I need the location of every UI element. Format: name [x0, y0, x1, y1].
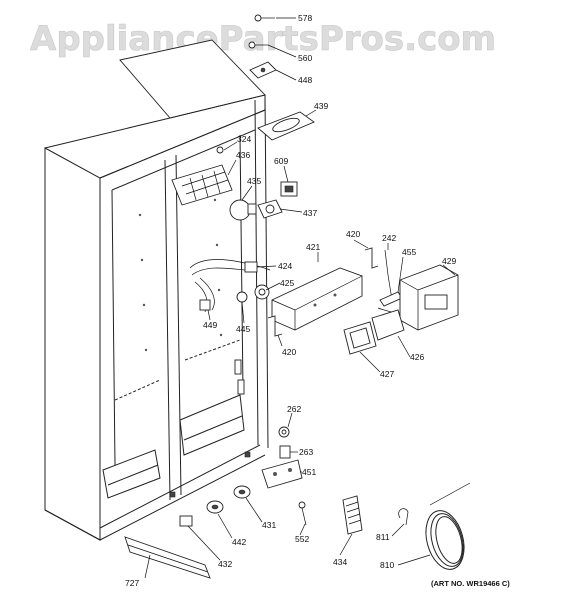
part-label-449[interactable]: 449: [203, 320, 217, 330]
cabinet-shell: [44, 39, 269, 541]
leader-lines: [144, 17, 456, 579]
part-label-421[interactable]: 421: [306, 242, 320, 252]
part-label-429[interactable]: 429: [442, 256, 456, 266]
rollers: [179, 485, 251, 527]
part-label-420-bottom[interactable]: 420: [282, 347, 296, 357]
part-label-431[interactable]: 431: [262, 520, 276, 530]
part-label-810[interactable]: 810: [380, 560, 394, 570]
part-label-560[interactable]: 560: [298, 53, 312, 63]
bottom-hinge: [261, 426, 303, 489]
part-label-242[interactable]: 242: [382, 233, 396, 243]
part-label-424[interactable]: 424: [278, 261, 292, 271]
part-labels: 578 560 448 439 324 436 609 435 437 420 …: [125, 13, 456, 588]
part-label-434[interactable]: 434: [333, 557, 347, 567]
leveling-screw: [298, 501, 307, 526]
dispenser-board: [343, 309, 405, 355]
control-housing: [267, 247, 379, 337]
wire-harness: [189, 259, 271, 313]
part-label-435[interactable]: 435: [247, 176, 261, 186]
control-box: [399, 264, 459, 331]
top-screws: [248, 14, 277, 79]
watermark: AppliancePartsPros.com: [30, 19, 496, 59]
part-label-609[interactable]: 609: [274, 156, 288, 166]
part-label-552[interactable]: 552: [295, 534, 309, 544]
part-label-427[interactable]: 427: [380, 369, 394, 379]
vent-grille: [342, 495, 363, 535]
part-label-426[interactable]: 426: [410, 352, 424, 362]
switch-socket: [257, 181, 298, 219]
part-label-811[interactable]: 811: [376, 532, 390, 542]
part-label-432[interactable]: 432: [218, 559, 232, 569]
water-line: [398, 482, 471, 570]
part-label-263[interactable]: 263: [299, 447, 313, 457]
part-label-727[interactable]: 727: [125, 578, 139, 588]
part-label-436[interactable]: 436: [236, 150, 250, 160]
part-label-448[interactable]: 448: [298, 75, 312, 85]
light-housing: [171, 146, 257, 221]
part-label-439[interactable]: 439: [314, 101, 328, 111]
part-label-445[interactable]: 445: [236, 324, 250, 334]
part-label-420-top[interactable]: 420: [346, 229, 360, 239]
part-label-442[interactable]: 442: [232, 537, 246, 547]
part-label-437[interactable]: 437: [303, 208, 317, 218]
part-label-262[interactable]: 262: [287, 404, 301, 414]
part-label-324[interactable]: 324: [237, 134, 251, 144]
part-label-451[interactable]: 451: [302, 467, 316, 477]
part-label-425[interactable]: 425: [280, 278, 294, 288]
art-number: (ART NO. WR19466 C): [431, 579, 510, 588]
part-label-455[interactable]: 455: [402, 247, 416, 257]
light-shield: [257, 111, 315, 141]
part-label-578[interactable]: 578: [298, 13, 312, 23]
base-grille: [124, 536, 211, 579]
